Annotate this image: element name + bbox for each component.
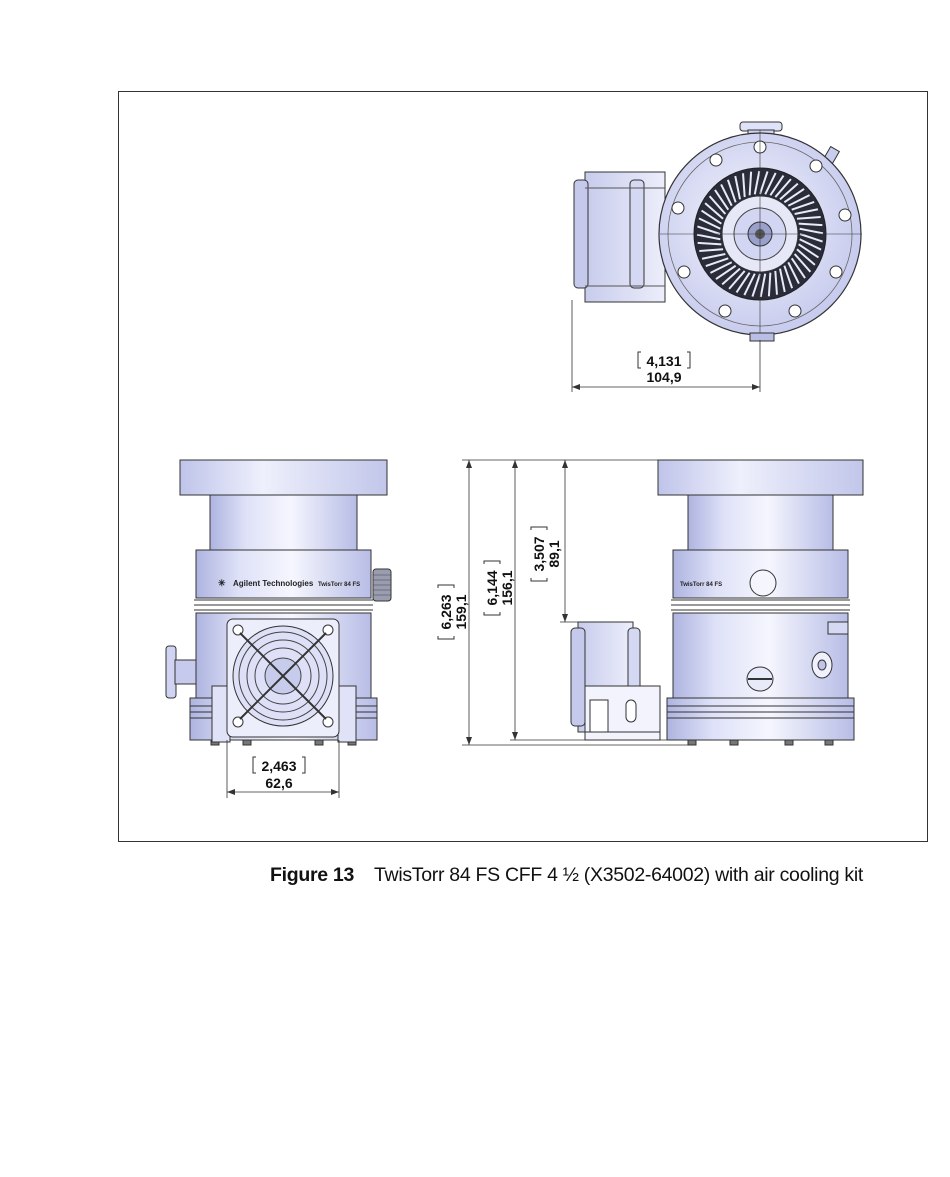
front-brand-icon: ✳ [218,578,226,588]
side-upper-height-inch: 3,507 [531,536,547,571]
side-total-height-inch: 6,263 [438,594,454,629]
front-dim-mm: 62,6 [265,775,292,791]
figure-label: Figure 13 [270,864,374,887]
front-brand-label: Agilent Technologies [233,579,314,588]
side-upper-height-mm: 89,1 [546,540,562,567]
side-view: TwisTorr 84 FS [438,460,863,745]
top-dim-inch: 4,131 [646,353,681,369]
front-model-label: TwisTorr 84 FS [318,582,360,588]
front-view-dimension: 2,463 62,6 [227,740,339,798]
side-model-label: TwisTorr 84 FS [680,582,722,588]
side-view-cooling-box [571,622,660,740]
side-height-mm: 156,1 [499,570,515,605]
top-dim-mm: 104,9 [646,369,681,385]
top-view: 4,131 104,9 [572,122,862,392]
front-view: ✳ Agilent Technologies TwisTorr 84 FS [166,460,391,798]
side-total-height-mm: 159,1 [453,594,469,629]
side-view-port [750,570,776,596]
figure-caption-text: TwisTorr 84 FS CFF 4 ½ (X3502-64002) wit… [374,864,863,886]
front-view-flange [180,460,387,495]
top-view-cooling-box [574,172,665,302]
front-dim-inch: 2,463 [261,758,296,774]
side-view-flange [658,460,863,495]
side-height-inch: 6,144 [484,570,500,605]
